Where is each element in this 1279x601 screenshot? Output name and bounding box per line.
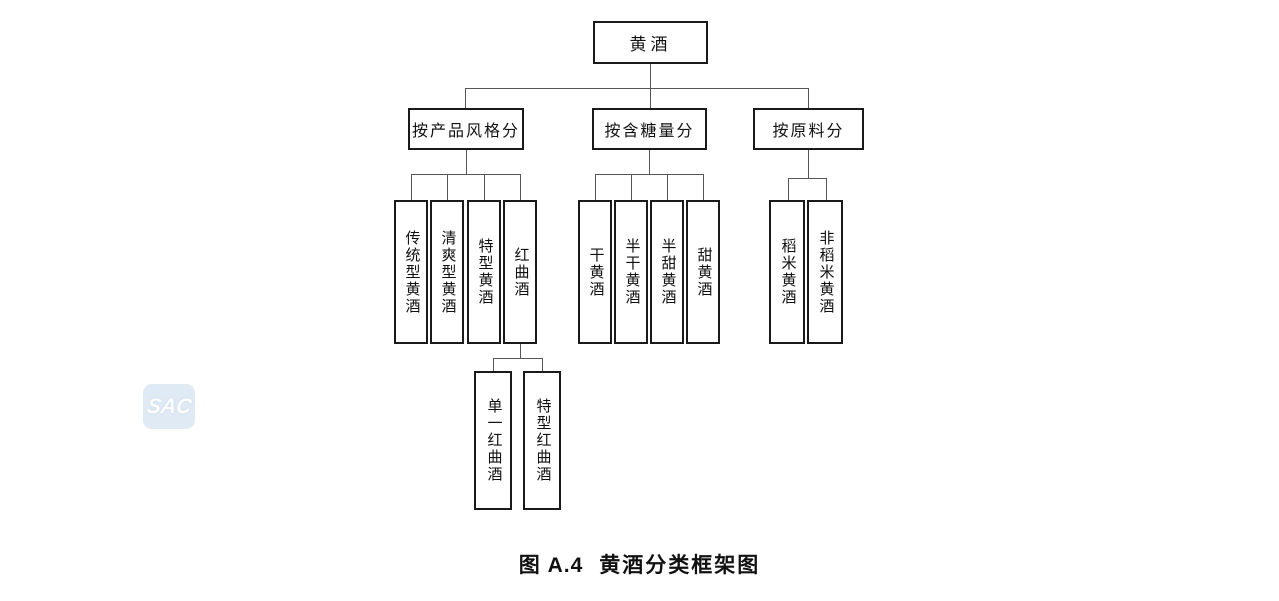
figure-caption: 图 A.4 黄酒分类框架图	[0, 549, 1279, 579]
connector-line	[542, 358, 543, 371]
leaf-node-special-style: 特型黄酒	[467, 200, 501, 344]
connector-line	[465, 88, 809, 89]
connector-line	[703, 174, 704, 200]
connector-line	[595, 174, 704, 175]
leaf-node-hongqu-wine: 红曲酒	[503, 200, 537, 344]
connector-line	[595, 174, 596, 200]
connector-line	[447, 174, 448, 200]
sac-watermark-logo: SAC	[143, 384, 195, 429]
connector-line	[411, 174, 412, 200]
connector-line	[667, 174, 668, 200]
category-node-sugar-content: 按含糖量分	[592, 108, 707, 150]
connector-line	[788, 178, 827, 179]
connector-line	[493, 358, 543, 359]
category-node-raw-material: 按原料分	[753, 108, 864, 150]
leaf-node-fresh-style: 清爽型黄酒	[430, 200, 464, 344]
connector-line	[808, 150, 809, 178]
connector-line	[493, 358, 494, 371]
leaf-node-semi-sweet: 半甜黄酒	[650, 200, 684, 344]
connector-line	[631, 174, 632, 200]
root-node-huangjiu: 黄酒	[593, 21, 708, 64]
leaf-node-rice: 稻米黄酒	[769, 200, 805, 344]
connector-line	[808, 88, 809, 108]
connector-line	[520, 174, 521, 200]
connector-line	[465, 88, 466, 108]
connector-line	[826, 178, 827, 200]
category-node-product-style: 按产品风格分	[408, 108, 524, 150]
connector-line	[788, 178, 789, 200]
sac-watermark-text: SAC	[145, 394, 193, 418]
leaf-node-traditional: 传统型黄酒	[394, 200, 428, 344]
connector-line	[466, 150, 467, 174]
figure-title: 黄酒分类框架图	[599, 554, 761, 577]
connector-line	[649, 150, 650, 174]
leaf-node-semi-dry: 半干黄酒	[614, 200, 648, 344]
leaf-node-sweet: 甜黄酒	[686, 200, 720, 344]
connector-line	[411, 174, 521, 175]
leaf-node-special-hongqu: 特型红曲酒	[523, 371, 561, 510]
leaf-node-non-rice: 非稻米黄酒	[807, 200, 843, 344]
figure-number: 图 A.4	[518, 554, 584, 577]
leaf-node-single-hongqu: 单一红曲酒	[474, 371, 512, 510]
connector-line	[650, 88, 651, 108]
connector-line	[650, 64, 651, 88]
connector-line	[484, 174, 485, 200]
leaf-node-dry: 干黄酒	[578, 200, 612, 344]
connector-line	[520, 344, 521, 358]
